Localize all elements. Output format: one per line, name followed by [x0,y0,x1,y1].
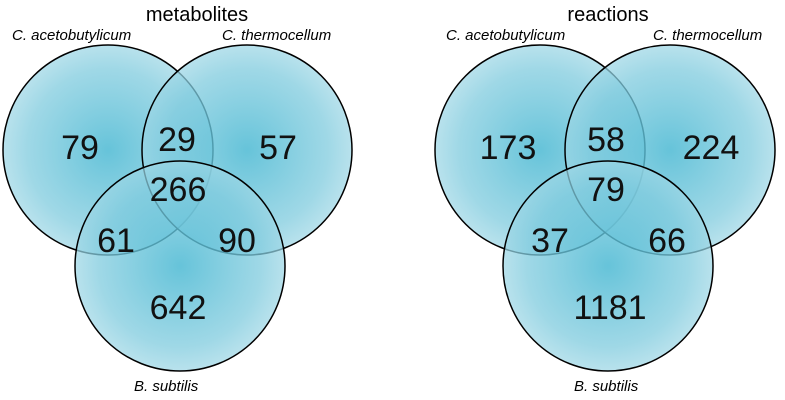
region-ac: 37 [531,222,569,260]
region-c-only: 1181 [573,289,646,327]
set-label-b-left: C. thermocellum [222,27,332,44]
circle-b-subtilis [502,160,714,372]
venn-reactions: 173 224 58 79 37 66 1181 [434,44,776,372]
diagram-title-metabolites: metabolites [145,4,249,26]
region-ac: 61 [97,222,135,260]
region-ab: 29 [158,121,196,159]
venn-metabolites: 79 57 29 266 61 90 642 [2,44,353,372]
region-a-only: 79 [61,129,99,167]
region-abc: 79 [587,171,625,209]
region-c-only: 642 [150,289,207,327]
set-label-b-right: C. thermocellum [653,27,763,44]
set-label-a-right: C. acetobutylicum [446,27,566,44]
region-bc: 90 [218,222,256,260]
region-bc: 66 [648,222,686,260]
set-label-a-left: C. acetobutylicum [12,27,132,44]
region-b-only: 224 [683,129,740,167]
region-ab: 58 [587,121,625,159]
diagram-title-reactions: reactions [567,4,649,26]
region-a-only: 173 [480,129,537,167]
region-abc: 266 [150,171,207,209]
set-label-c-right: B. subtilis [574,378,639,395]
circle-b-subtilis [74,160,286,372]
set-label-c-left: B. subtilis [134,378,199,395]
region-b-only: 57 [259,129,297,167]
